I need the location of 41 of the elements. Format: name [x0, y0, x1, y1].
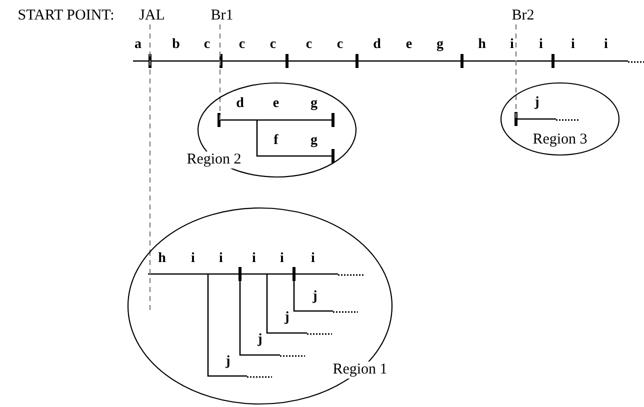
segment-letter: i: [571, 38, 575, 52]
segment-letter: e: [406, 38, 412, 52]
segment-letter: g: [436, 38, 444, 52]
segment-letter: g: [310, 134, 318, 148]
segment-letter: j: [258, 333, 262, 347]
position-label: JAL: [139, 8, 165, 24]
segment-letter: i: [604, 38, 608, 52]
segment-letter: a: [134, 38, 142, 52]
segment-letter: j: [226, 355, 230, 369]
segment-letter: i: [252, 252, 256, 266]
segment-letter: j: [312, 290, 318, 304]
region-label: Region 3: [532, 132, 588, 148]
segment-letter: e: [272, 97, 280, 111]
segment-letter: c: [238, 38, 246, 52]
segment-letter: d: [373, 38, 381, 52]
region-label: Region 1: [332, 362, 388, 378]
segment-letter: h: [158, 252, 166, 266]
dashed-marker-line: [149, 24, 151, 252]
segment-letter: c: [336, 38, 344, 52]
segment-letter: j: [534, 96, 540, 110]
segment-letter: i: [539, 38, 543, 52]
segment-letter: g: [310, 97, 318, 111]
region-label: Region 2: [186, 152, 242, 168]
segment-letter: i: [510, 38, 514, 52]
segment-letter: i: [191, 252, 195, 266]
segment-letter: i: [219, 252, 223, 266]
segment-letter: b: [172, 38, 180, 52]
segment-letter: i: [280, 252, 284, 266]
segment-letter: j: [284, 311, 290, 325]
segment-letter: c: [306, 38, 312, 52]
segment-letter: h: [478, 38, 486, 52]
heading-label: START POINT:: [18, 8, 114, 24]
segment-letter: c: [270, 38, 276, 52]
position-label: Br1: [210, 8, 234, 24]
segment-letter: d: [236, 97, 244, 111]
segment-letter: c: [204, 38, 210, 52]
segment-letter: i: [311, 252, 315, 266]
dashed-marker-line: [515, 24, 517, 95]
segment-letter: f: [274, 134, 278, 148]
position-label: Br2: [512, 8, 534, 24]
dashed-marker-line: [219, 24, 221, 98]
